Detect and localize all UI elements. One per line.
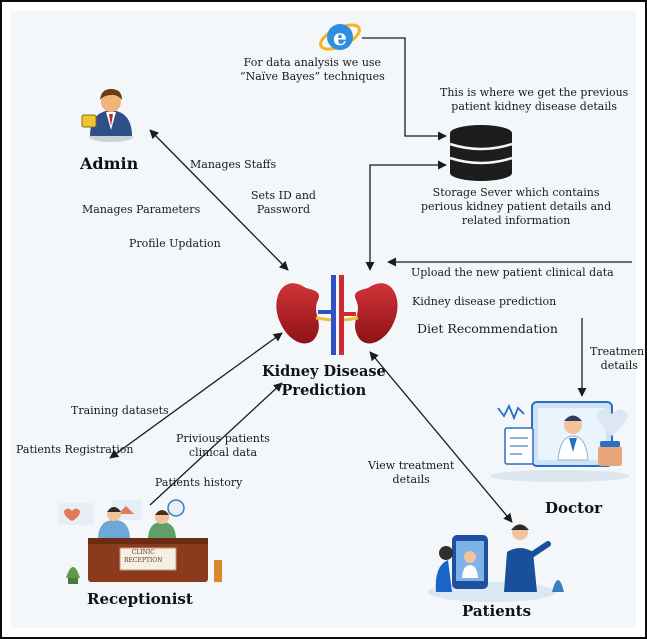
node-admin: Admin (80, 154, 139, 173)
doctor-illustration (490, 401, 630, 482)
receptionist-illustration (58, 499, 222, 584)
node-patients: Patients (462, 602, 532, 620)
label-profile-updation: Profile Updation (129, 237, 221, 250)
node-doctor: Doctor (545, 499, 602, 517)
note-storage-server: Storage Sever which contains perious kid… (421, 186, 612, 227)
note-previous-details: This is where we get the previous patien… (440, 86, 629, 113)
admin-person-icon (81, 89, 133, 142)
arrow-patients-center (369, 351, 513, 523)
arrow-history (149, 382, 283, 506)
label-diet-recommendation: Diet Recommendation (417, 321, 558, 336)
arrow-storage-center (365, 160, 447, 271)
internet-explorer-icon: e (319, 23, 361, 51)
label-kidney-disease-prediction: Kidney disease prediction (412, 295, 557, 308)
patients-illustration (428, 524, 564, 602)
note-naive-bayes: For data analysis we use “Naïve Bayes” t… (240, 56, 385, 83)
label-treatment-details: Treatment details (590, 345, 647, 372)
node-kidney-disease-prediction: Kidney Disease Prediction (262, 363, 386, 399)
reception-desk-sign: CLINIC RECEPTION (124, 549, 163, 564)
database-icon (449, 125, 513, 181)
arrow-admin-center (149, 129, 289, 271)
label-patients-registration: Patients Registration (16, 443, 134, 456)
label-manages-parameters: Manages Parameters (82, 203, 201, 216)
label-sets-id-password: Sets ID and Password (251, 189, 316, 216)
label-patients-history: Patients history (155, 476, 243, 489)
arrow-ie-to-storage (362, 37, 447, 141)
node-receptionist: Receptionist (87, 590, 193, 608)
label-previous-clinical-data: Privious patients clinical data (176, 432, 270, 459)
arrow-receptionist-center (109, 332, 283, 459)
svg-text:e: e (333, 25, 347, 51)
label-manages-staffs: Manages Staffs (190, 158, 277, 171)
label-upload-clinical-data: Upload the new patient clinical data (411, 266, 614, 279)
kidney-icon (276, 275, 398, 355)
label-view-treatment-details: View treatment details (368, 459, 455, 486)
label-training-datasets: Training datasets (71, 404, 169, 417)
